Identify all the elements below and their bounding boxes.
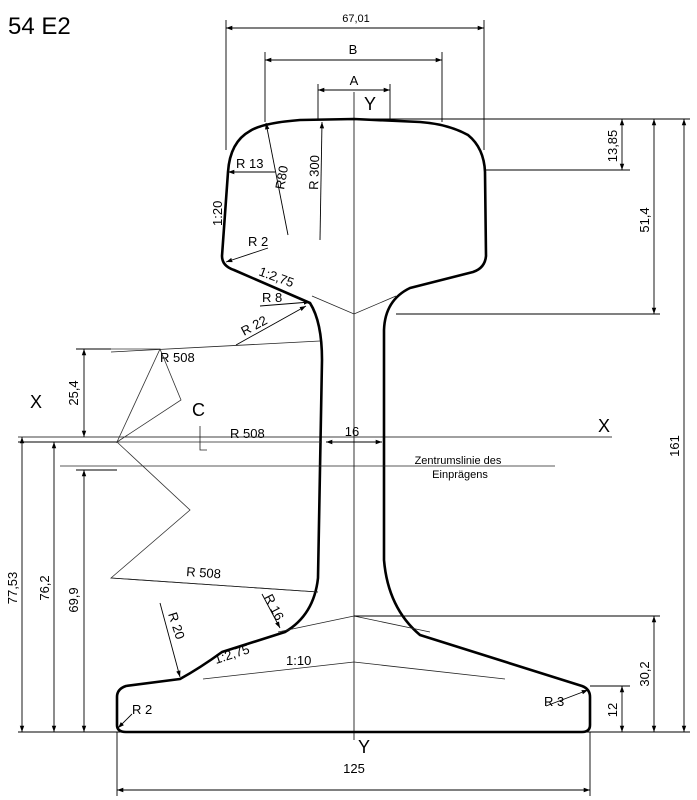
x-axis-label-right: X: [598, 416, 610, 436]
r2-bottom-leader: [117, 713, 133, 729]
slope-2-75-bottom-label: 1:2,75: [212, 641, 251, 666]
r2-top-label: R 2: [248, 234, 268, 249]
foot-slope-line: [202, 661, 506, 680]
y-axis-label-bottom: Y: [358, 737, 370, 757]
dim-16-label: 16: [345, 424, 359, 439]
dim-67-label: 67,01: [342, 13, 370, 25]
dim-13-85-label: 13,85: [605, 130, 620, 163]
r16-label: R 16: [261, 592, 287, 623]
r508-leader-a: [110, 340, 321, 353]
dim-125-label: 125: [343, 761, 365, 776]
slope-1-10-label: 1:10: [286, 653, 311, 668]
r80-leader: [265, 122, 289, 236]
drawing-title: 54 E2: [8, 13, 71, 40]
r3-label: R 3: [544, 694, 564, 709]
r508-a-label: R 508: [160, 350, 195, 365]
dim-76-2-label: 76,2: [37, 575, 52, 600]
r508-leader-c: [110, 577, 319, 593]
rail-profile-outline: [115, 117, 592, 734]
dim-51-4-label: 51,4: [637, 207, 652, 232]
dim-161-label: 161: [667, 435, 682, 457]
r3-leader: [545, 689, 589, 707]
dim-30-2-label: 30,2: [637, 661, 652, 686]
x-axis-label-left: X: [30, 392, 42, 412]
center-line-note-2: Einprägens: [432, 469, 488, 481]
r2-top-leader: [225, 247, 269, 263]
r16-leader: [261, 593, 281, 629]
dim-a-label: A: [350, 73, 359, 88]
r300-leader: [319, 121, 325, 241]
r20-leader: [159, 602, 181, 678]
r508-c-label: R 508: [186, 564, 222, 581]
r8-label: R 8: [262, 290, 282, 305]
dim-25-4-label: 25,4: [66, 380, 81, 405]
dim-77-53-label: 77,53: [5, 572, 20, 605]
slope-1-20-label: 1:20: [210, 201, 225, 226]
dim-b-label: B: [349, 42, 358, 57]
r300-label: R 300: [306, 155, 322, 190]
slope-2-75-top-label: 1:2,75: [257, 264, 296, 290]
r80-label: R80: [272, 164, 291, 190]
r2-bottom-label: R 2: [132, 702, 152, 717]
y-axis-label-top: Y: [364, 94, 376, 114]
r508-b-label: R 508: [230, 426, 265, 441]
dim-12-label: 12: [605, 703, 620, 717]
r8-leader: [259, 300, 311, 307]
r13-label: R 13: [236, 156, 263, 171]
web-top-chevron: [311, 295, 397, 315]
r20-label: R 20: [165, 610, 188, 641]
c-leader: [199, 426, 207, 451]
r22-leader: [235, 305, 307, 346]
dim-69-9-label: 69,9: [66, 587, 81, 612]
c-label: C: [192, 400, 205, 420]
center-line-note-1: Zentrumslinie des: [415, 455, 502, 467]
